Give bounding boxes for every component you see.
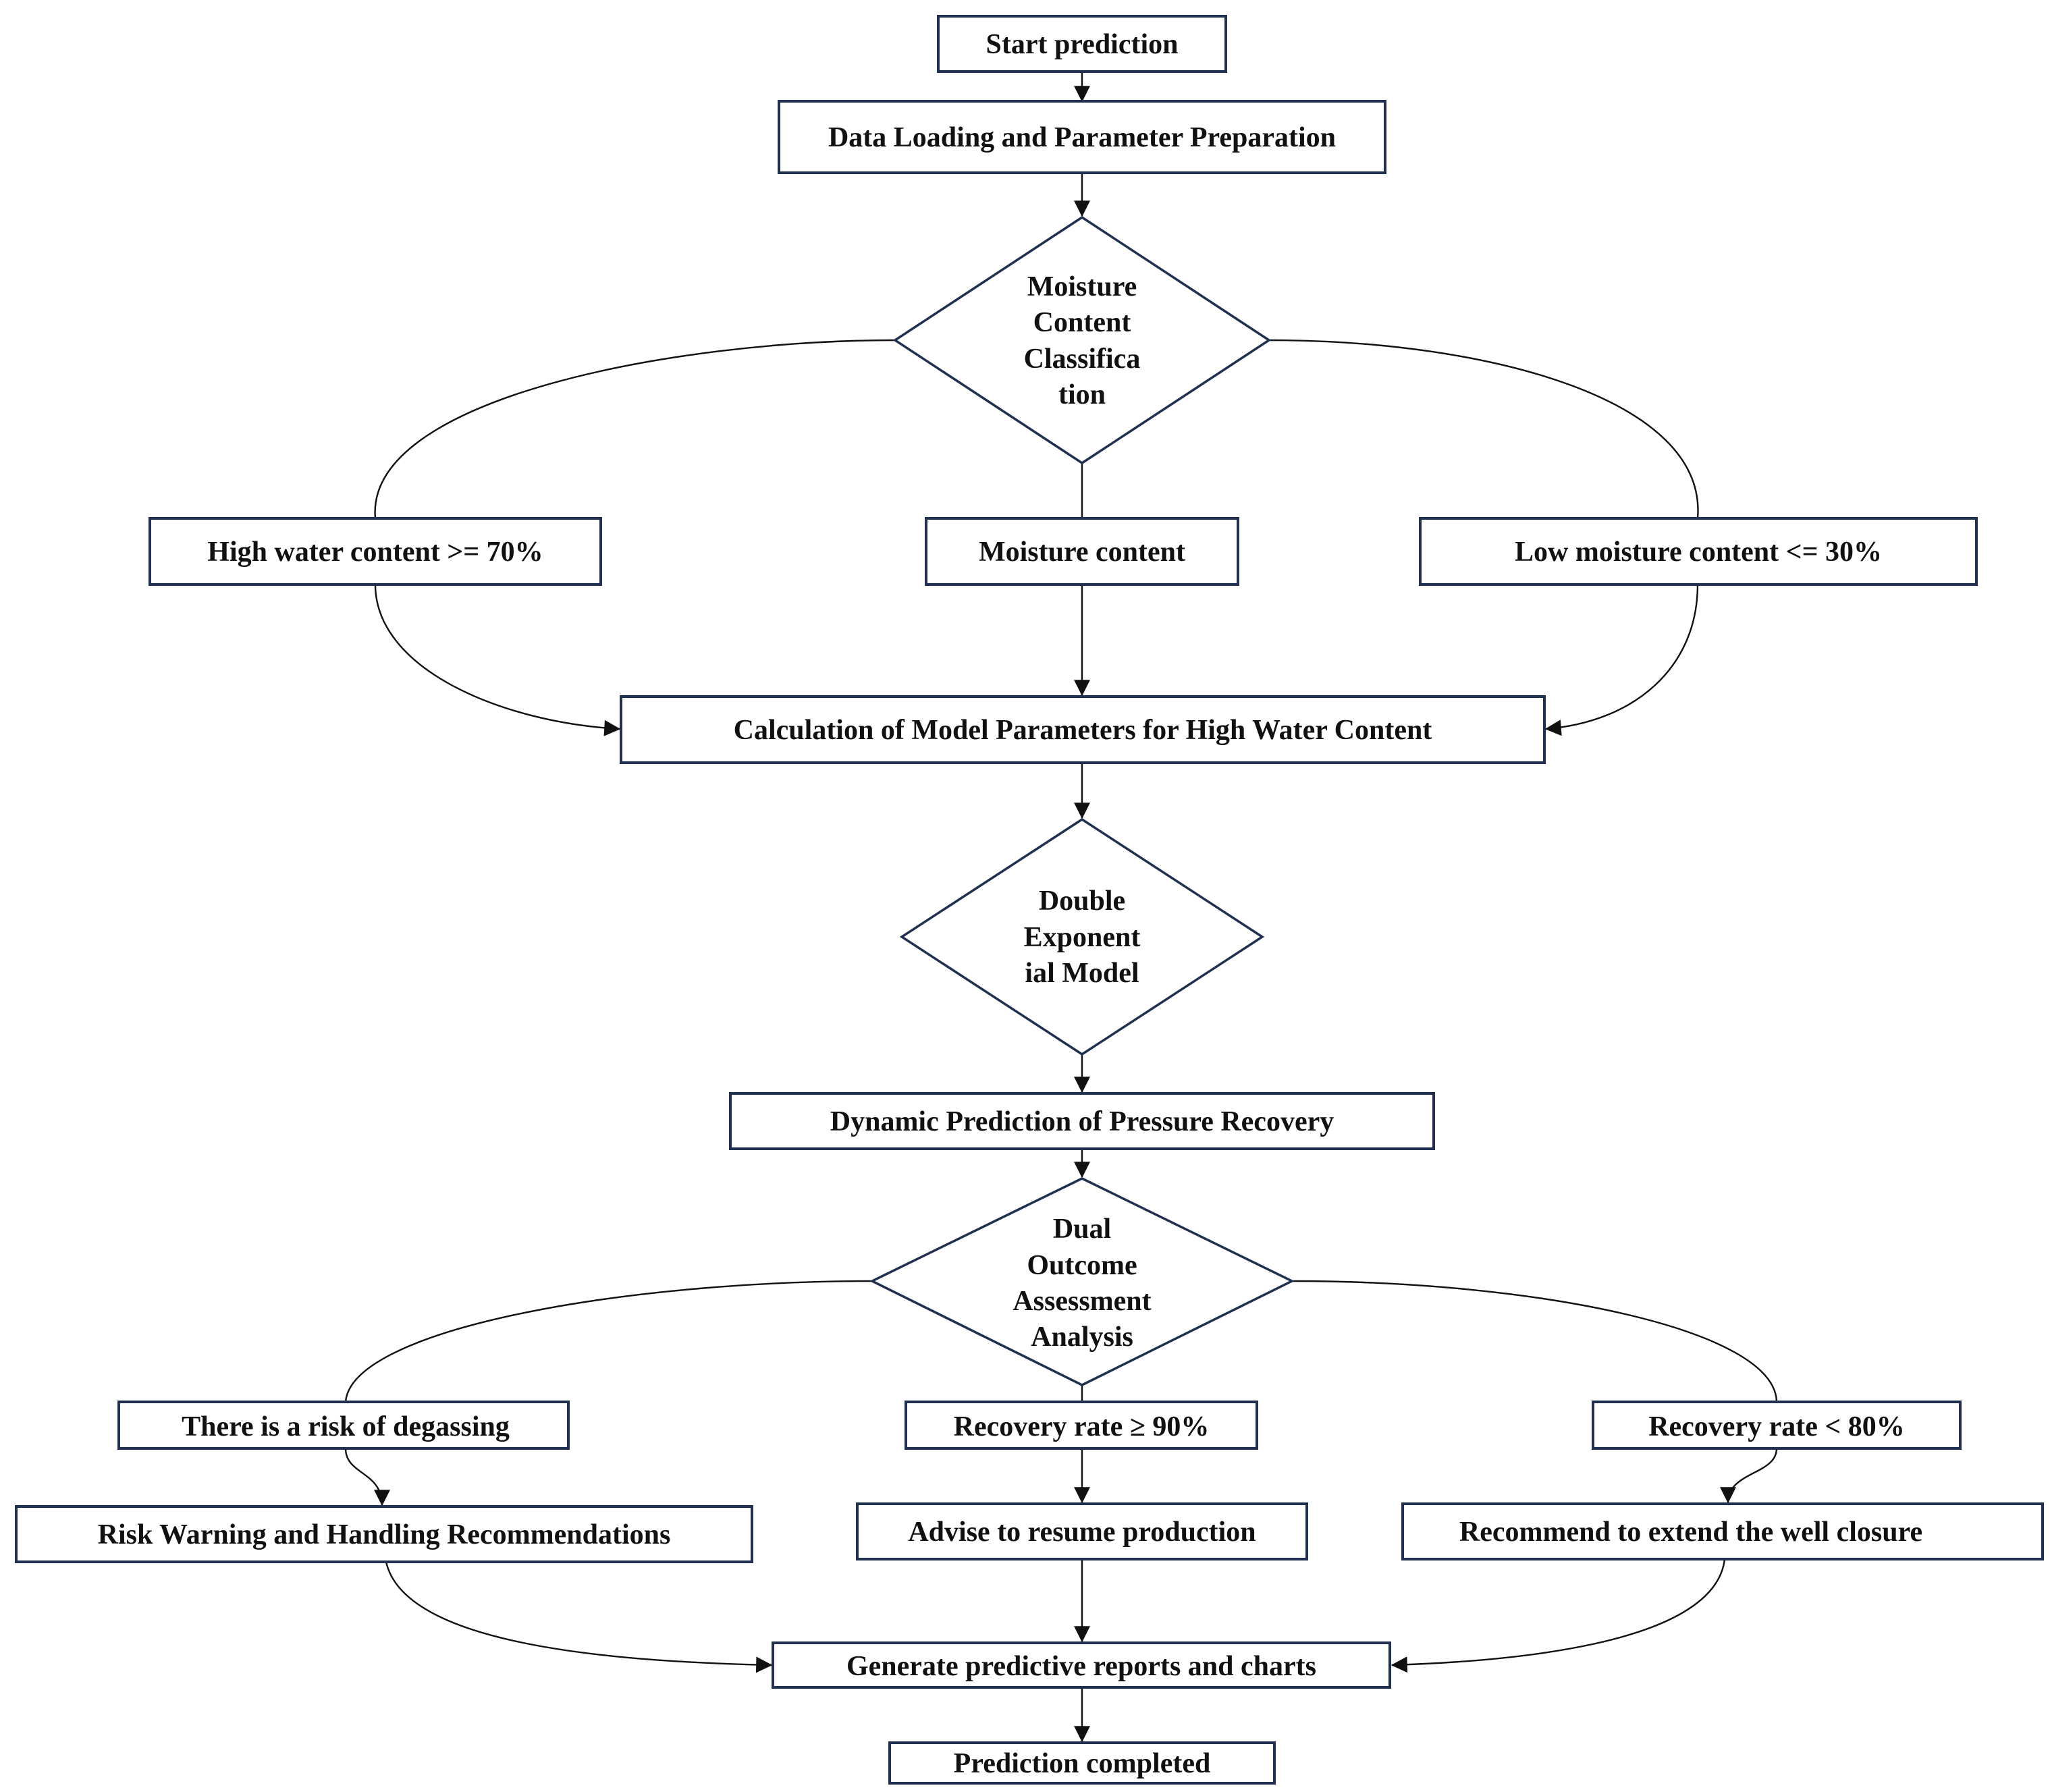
node-moisture-classification: Moisture Content Classifica tion [892,215,1272,465]
extend-closure-label: Recommend to extend the well closure [1459,1517,1922,1548]
node-high-water: High water content >= 70% [149,517,602,586]
node-dynamic-prediction: Dynamic Prediction of Pressure Recovery [729,1092,1435,1150]
moisture-content-label: Moisture content [979,537,1185,568]
node-double-exponential: Double Exponent ial Model [899,817,1265,1056]
node-risk-warning: Risk Warning and Handling Recommendation… [15,1505,753,1563]
completed-label: Prediction completed [954,1748,1211,1779]
node-data-loading: Data Loading and Parameter Preparation [778,100,1386,174]
double-exponential-line-1: Double [1039,886,1125,917]
dual-outcome-line-2: Outcome [1027,1250,1137,1281]
generate-reports-label: Generate predictive reports and charts [846,1651,1316,1682]
dual-outcome-line-3: Assessment [1013,1286,1151,1317]
node-generate-reports: Generate predictive reports and charts [772,1641,1391,1689]
arrow-degassing-to-risk-warning [344,1448,390,1506]
moisture-classification-line-2: Content [1033,307,1131,338]
node-recovery-high: Recovery rate ≥ 90% [905,1401,1258,1450]
node-moisture-content: Moisture content [925,517,1239,586]
node-start: Start prediction [937,15,1227,73]
resume-production-label: Advise to resume production [908,1517,1256,1548]
node-calculation: Calculation of Model Parameters for High… [620,695,1546,764]
curve-classification-to-low-moisture [1268,339,1699,519]
recovery-high-label: Recovery rate ≥ 90% [954,1411,1210,1442]
moisture-classification-line-3: Classifica [1024,344,1141,375]
high-water-label: High water content >= 70% [207,537,543,568]
node-low-moisture: Low moisture content <= 30% [1419,517,1978,586]
moisture-classification-line-1: Moisture [1027,271,1137,302]
node-recovery-low: Recovery rate < 80% [1592,1401,1962,1450]
recovery-low-label: Recovery rate < 80% [1648,1411,1905,1442]
node-extend-closure: Recommend to extend the well closure [1401,1502,2044,1560]
start-label: Start prediction [986,29,1178,60]
low-moisture-label: Low moisture content <= 30% [1515,537,1882,568]
dual-outcome-line-4: Analysis [1031,1322,1133,1353]
arrow-extend-to-reports [1391,1558,1726,1673]
node-resume-production: Advise to resume production [856,1502,1308,1560]
curve-classification-to-high-water [374,339,896,519]
data-loading-label: Data Loading and Parameter Preparation [828,122,1336,153]
connectors [344,72,1778,1743]
moisture-classification-line-4: tion [1058,379,1106,410]
node-completed: Prediction completed [888,1741,1276,1785]
double-exponential-line-3: ial Model [1025,958,1139,989]
dual-outcome-line-1: Dual [1053,1214,1111,1245]
curve-dual-to-degassing [344,1280,873,1403]
degassing-risk-label: There is a risk of degassing [182,1411,510,1442]
arrow-low-moisture-to-calculation [1544,584,1699,736]
arrow-high-water-to-calculation [374,584,621,736]
arrow-recovery-low-to-extend [1720,1448,1778,1504]
arrow-risk-warning-to-reports [385,1561,773,1673]
dynamic-prediction-label: Dynamic Prediction of Pressure Recovery [830,1106,1334,1137]
risk-warning-label: Risk Warning and Handling Recommendation… [98,1519,671,1550]
node-dual-outcome: Dual Outcome Assessment Analysis [869,1177,1295,1386]
double-exponential-line-2: Exponent [1024,922,1141,953]
node-degassing-risk: There is a risk of degassing [117,1401,570,1450]
curve-dual-to-recovery-low [1291,1280,1778,1403]
calculation-label: Calculation of Model Parameters for High… [734,715,1432,746]
